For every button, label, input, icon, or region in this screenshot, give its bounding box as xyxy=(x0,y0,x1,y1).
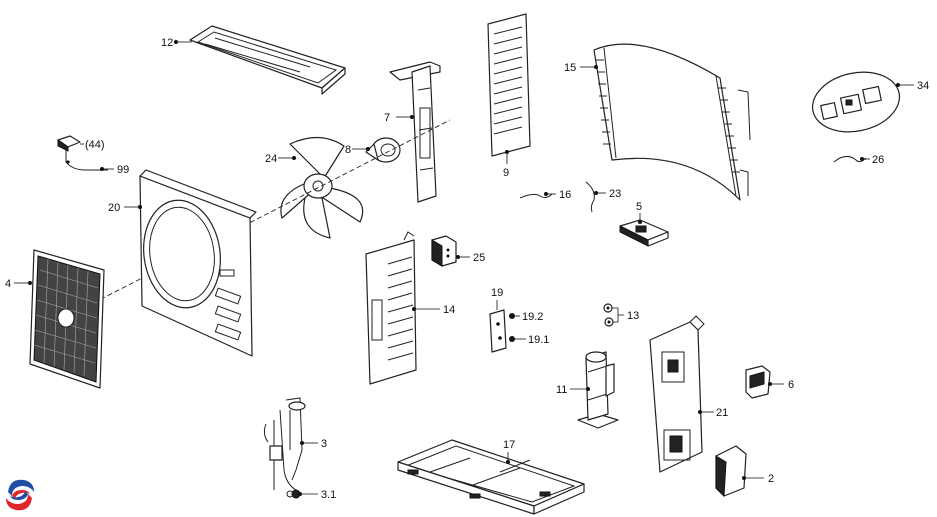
assembly-axis-line xyxy=(71,119,451,315)
part-7-motor-bracket xyxy=(389,61,441,203)
callout-19-2: 19.2 xyxy=(522,311,543,323)
callout-13: 13 xyxy=(627,310,639,322)
callout-7: 7 xyxy=(384,112,390,124)
callout-34: 34 xyxy=(917,80,929,92)
callout-5: 5 xyxy=(636,201,642,213)
part-5-electrical-component xyxy=(619,219,669,247)
part-2-valve-cover xyxy=(715,445,747,498)
callout-21: 21 xyxy=(716,407,728,419)
part-44-99-temperature-sensor xyxy=(57,135,108,171)
part-8-fan-motor xyxy=(365,137,401,163)
callout-4: 4 xyxy=(5,278,11,290)
callout-23: 23 xyxy=(609,188,621,200)
callout-12: 12 xyxy=(161,37,173,49)
callout-3-1: 3.1 xyxy=(321,489,336,501)
callout-3: 3 xyxy=(321,438,327,450)
part-13-nuts xyxy=(603,303,624,327)
callout-99: 99 xyxy=(117,164,129,176)
part-9-louvered-panel xyxy=(487,13,531,157)
callout-44: (44) xyxy=(85,139,105,151)
part-23-wire xyxy=(585,181,595,213)
callout-16: 16 xyxy=(559,189,571,201)
part-34-control-board-kit xyxy=(811,71,901,133)
part-6-connector-cover xyxy=(745,365,771,399)
callout-8: 8 xyxy=(345,144,351,156)
callout-26: 26 xyxy=(872,154,884,166)
part-14-side-panel xyxy=(365,231,417,385)
part-15-condenser-coil xyxy=(593,43,751,201)
callout-25: 25 xyxy=(473,252,485,264)
callout-19-1: 19.1 xyxy=(528,334,549,346)
part-25-terminal-block xyxy=(431,235,457,267)
part-3-piping-assembly xyxy=(263,397,306,491)
part-21-partition-panel xyxy=(649,315,705,473)
callout-14: 14 xyxy=(443,304,455,316)
part-17-base-pan xyxy=(397,439,585,515)
part-12-top-cover xyxy=(189,25,346,95)
part-16-wire xyxy=(519,193,553,199)
part-24-fan-blade xyxy=(280,136,364,239)
callout-24: 24 xyxy=(265,153,277,165)
callout-2: 2 xyxy=(768,473,774,485)
callout-19: 19 xyxy=(491,287,503,299)
callout-9: 9 xyxy=(503,167,509,179)
callout-11: 11 xyxy=(556,384,567,396)
part-19-valve-bracket xyxy=(489,309,507,353)
callout-20: 20 xyxy=(108,202,120,214)
part-11-compressor xyxy=(577,351,619,429)
part-4-fan-guard-grille xyxy=(29,249,105,389)
callout-17: 17 xyxy=(503,439,515,451)
brand-swirl-logo xyxy=(4,479,36,511)
callout-15: 15 xyxy=(564,62,576,74)
callout-6: 6 xyxy=(788,379,794,391)
part-20-front-panel xyxy=(139,169,257,357)
